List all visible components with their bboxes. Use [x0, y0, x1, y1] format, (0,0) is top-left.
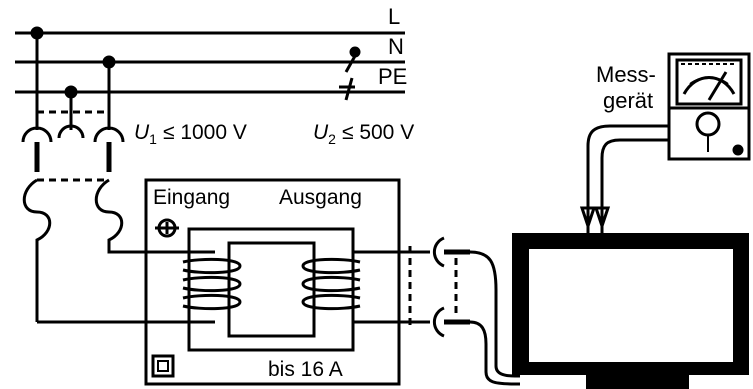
transformer-core-window: [227, 241, 316, 338]
protection-class-ii-icon: [151, 354, 175, 378]
bus-label-N: N: [388, 34, 404, 59]
meter-selector-knob: [695, 111, 721, 137]
supply-plug: [21, 26, 178, 324]
fault-tap-symbol: [339, 46, 361, 101]
bus-label-PE: PE: [378, 64, 407, 89]
device-cable: [469, 250, 520, 386]
device-stand: [586, 375, 689, 389]
meter-terminal: [732, 144, 744, 156]
fuse-symbol-icon: [155, 218, 179, 238]
meter-needle: [707, 71, 728, 101]
secondary-winding: [301, 257, 361, 311]
test-leads: [579, 124, 669, 233]
transformer-input-label: Eingang: [153, 186, 230, 209]
device-screen: [529, 249, 733, 362]
meter-label-line1: Mess-: [596, 62, 656, 87]
meter-scale-arc: [682, 76, 736, 95]
transformer: Eingang Ausgang bis 16 A: [144, 178, 430, 386]
measuring-instrument: [667, 52, 751, 161]
bus-label-L: L: [388, 4, 400, 29]
meter-label-line2: gerät: [603, 88, 653, 113]
transformer-rating-label: bis 16 A: [268, 358, 343, 381]
transformer-housing: [144, 178, 401, 386]
device-under-test: [512, 233, 749, 389]
transformer-output-label: Ausgang: [279, 186, 362, 209]
output-socket: [408, 236, 470, 338]
u1-label: U1≤ 1000 V: [134, 121, 247, 147]
primary-winding: [182, 250, 242, 324]
meter-display: [675, 58, 743, 106]
supply-bus: [15, 31, 405, 94]
u2-label: U2≤ 500 V: [313, 121, 414, 147]
